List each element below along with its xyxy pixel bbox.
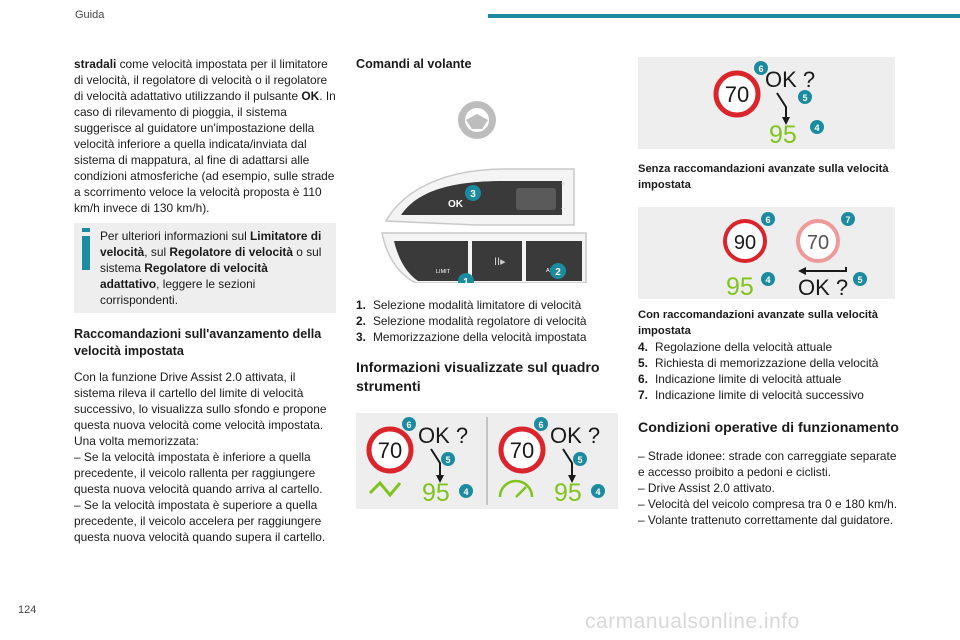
list-item: – Strade idonee: strade con carreggiate … bbox=[638, 449, 897, 479]
info-text: Per ulteriori informazioni sul Limitator… bbox=[100, 229, 322, 307]
watermark: carmanualsonline.info bbox=[585, 610, 800, 633]
conditions-list: – Strade idonee: strade con carreggiate … bbox=[638, 448, 900, 528]
svg-text:95: 95 bbox=[422, 479, 450, 507]
svg-text:4: 4 bbox=[595, 487, 600, 497]
list-item: 3.Memorizzazione della velocità impostat… bbox=[356, 330, 587, 344]
display-figure-with: 90 70 95 OK ? 6 7 4 5 bbox=[638, 207, 895, 299]
list-item: 6.Indicazione limite di velocità attuale bbox=[638, 372, 842, 386]
callout-1: 1 bbox=[458, 273, 474, 283]
svg-text:6: 6 bbox=[406, 420, 411, 430]
svg-text:4: 4 bbox=[814, 123, 819, 133]
header-accent-bar bbox=[488, 14, 960, 18]
display-items-list: 4.Regolazione della velocità attuale 5.R… bbox=[638, 339, 900, 403]
svg-text:4: 4 bbox=[765, 275, 770, 285]
svg-text:5: 5 bbox=[577, 455, 582, 465]
running-header: Guida bbox=[75, 9, 105, 21]
speed-limiter-icon bbox=[368, 480, 402, 498]
svg-text:2: 2 bbox=[555, 267, 561, 278]
figure-caption: Con raccomandazioni avanzate sulla veloc… bbox=[638, 309, 878, 337]
ok-button-label: OK bbox=[448, 199, 464, 210]
steering-wheel-figure: OK + – LIMIT ASSIST II▸ 3 1 2 bbox=[356, 83, 618, 283]
svg-text:6: 6 bbox=[538, 420, 543, 430]
intro-paragraph: stradali come velocità impostata per il … bbox=[74, 57, 336, 215]
svg-text:5: 5 bbox=[857, 275, 862, 285]
svg-text:70: 70 bbox=[807, 232, 829, 254]
display-figure-without: 70 OK ? 95 6 5 4 bbox=[638, 57, 895, 149]
body-paragraph: – Se la velocità impostata è inferiore a… bbox=[74, 450, 323, 496]
svg-text:3: 3 bbox=[470, 189, 476, 200]
section-heading: Comandi al volante bbox=[356, 57, 472, 71]
svg-text:OK ?: OK ? bbox=[550, 423, 600, 448]
figure-caption: Senza raccomandazioni avanzate sulla vel… bbox=[638, 163, 889, 191]
svg-text:7: 7 bbox=[845, 215, 850, 225]
svg-text:95: 95 bbox=[769, 121, 797, 149]
svg-text:70: 70 bbox=[378, 438, 402, 463]
plus-label: + bbox=[561, 179, 566, 189]
callout-3: 3 bbox=[465, 185, 481, 201]
list-item: – Velocità del veicolo compresa tra 0 e … bbox=[638, 497, 898, 511]
list-item: 7.Indicazione limite di velocità success… bbox=[638, 388, 864, 402]
body-paragraph: Una volta memorizzata: bbox=[74, 434, 199, 448]
list-item: 4.Regolazione della velocità attuale bbox=[638, 340, 833, 354]
minus-label: – bbox=[561, 203, 566, 213]
controls-list: 1.Selezione modalità limitatore di veloc… bbox=[356, 297, 618, 345]
svg-text:90: 90 bbox=[734, 232, 756, 254]
callout-2: 2 bbox=[550, 263, 566, 279]
svg-text:1: 1 bbox=[463, 277, 469, 283]
pause-resume-icon: II▸ bbox=[494, 256, 506, 268]
svg-text:5: 5 bbox=[802, 93, 807, 103]
column-3: 70 OK ? 95 6 5 4 Senza raccomandazioni a… bbox=[638, 57, 900, 528]
svg-text:6: 6 bbox=[758, 64, 763, 74]
svg-text:70: 70 bbox=[725, 82, 749, 107]
section-heading: Raccomandazioni sull'avanzamento della v… bbox=[74, 327, 322, 358]
section-heading: Informazioni visualizzate sul quadro str… bbox=[356, 360, 600, 395]
body-paragraph: Con la funzione Drive Assist 2.0 attivat… bbox=[74, 370, 327, 432]
cruise-control-icon bbox=[498, 479, 534, 498]
svg-text:95: 95 bbox=[726, 273, 754, 299]
body-paragraph: – Se la velocità impostata è superiore a… bbox=[74, 498, 326, 544]
list-item: 2.Selezione modalità regolatore di veloc… bbox=[356, 314, 587, 328]
list-item: 5.Richiesta di memorizzazione della velo… bbox=[638, 356, 879, 370]
svg-text:OK ?: OK ? bbox=[418, 423, 468, 448]
svg-text:4: 4 bbox=[463, 487, 468, 497]
svg-text:95: 95 bbox=[554, 479, 582, 507]
svg-text:5: 5 bbox=[445, 455, 450, 465]
info-icon bbox=[82, 228, 90, 270]
steering-wheel-icon bbox=[458, 101, 496, 139]
limit-label: LIMIT bbox=[436, 269, 451, 275]
section-heading: Condizioni operative di funzionamento bbox=[638, 420, 899, 436]
list-item: – Drive Assist 2.0 attivato. bbox=[638, 481, 775, 495]
svg-text:6: 6 bbox=[765, 215, 770, 225]
info-box: Per ulteriori informazioni sul Limitator… bbox=[74, 223, 336, 313]
page-number: 124 bbox=[18, 604, 37, 616]
svg-text:70: 70 bbox=[510, 438, 534, 463]
column-1: stradali come velocità impostata per il … bbox=[74, 56, 336, 545]
svg-text:OK ?: OK ? bbox=[765, 67, 815, 92]
cluster-figure: 70 OK ? 95 6 5 4 70 OK ? 95 6 bbox=[356, 413, 618, 509]
list-item: – Volante trattenuto correttamente dal g… bbox=[638, 513, 894, 527]
cluster-panel-regulator: 70 OK ? 95 6 5 4 bbox=[498, 417, 605, 507]
svg-text:OK ?: OK ? bbox=[798, 275, 848, 299]
list-item: 1.Selezione modalità limitatore di veloc… bbox=[356, 298, 582, 312]
cluster-panel-limiter: 70 OK ? 95 6 5 4 bbox=[366, 417, 473, 507]
column-2: Comandi al volante OK + – LIMIT ASSIST I… bbox=[356, 56, 618, 509]
